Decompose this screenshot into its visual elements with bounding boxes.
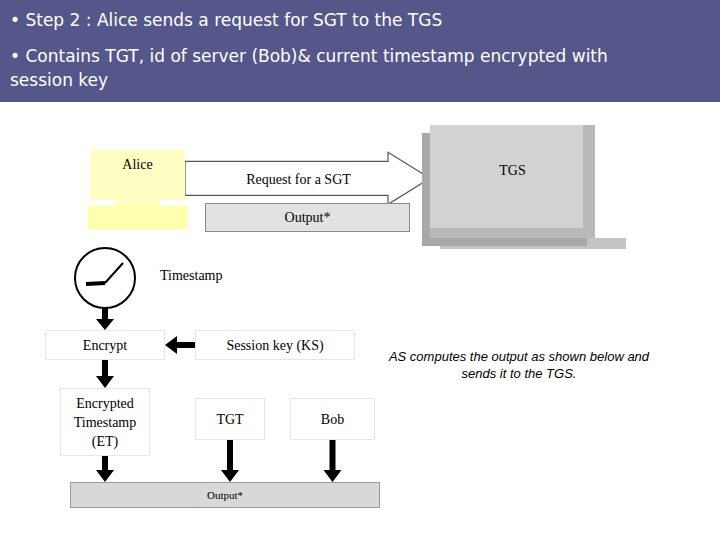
flow-arrow <box>96 360 114 388</box>
key-box: Session key (KS) <box>195 330 355 360</box>
flow-arrow <box>165 336 195 354</box>
node-text: Alice <box>122 157 152 173</box>
clock-arrow <box>96 308 114 330</box>
slide-subtitle: • Contains TGT, id of server (Bob)& curr… <box>10 44 630 92</box>
request-block-arrow <box>185 152 430 204</box>
timestamp-label: Timestamp <box>160 268 250 284</box>
result-box: Encrypted Timestamp (ET) <box>60 388 150 456</box>
node-text: Encrypted Timestamp (ET) <box>61 394 149 451</box>
header-band: • Step 2 : Alice sends a request for SGT… <box>0 0 720 102</box>
process-box: Encrypt <box>45 330 165 360</box>
node-text: Bob <box>321 410 344 429</box>
node-text: Output* <box>207 489 243 501</box>
node-text: Encrypt <box>83 336 127 355</box>
note-text: AS computes the output as shown below an… <box>378 348 660 382</box>
alice-monitor-neck <box>115 200 160 206</box>
server-computer: TGS <box>430 125 595 238</box>
node-text: Output* <box>285 210 331 226</box>
flow-arrow <box>324 440 342 482</box>
flow-arrow <box>221 440 239 482</box>
client-computer: Alice <box>90 150 185 200</box>
ticket-box: TGT <box>195 398 265 440</box>
clock-hand <box>86 283 105 284</box>
node-text: Session key (KS) <box>226 336 323 355</box>
node-text: TGS <box>499 163 525 179</box>
tgs-keyboard <box>440 238 626 249</box>
output-box: Output* <box>70 482 380 508</box>
clock-hand <box>105 263 123 283</box>
node-text: TGT <box>216 410 243 429</box>
flow-arrow <box>96 456 114 482</box>
alice-keyboard <box>88 206 188 230</box>
output-box: Output* <box>205 203 410 232</box>
clock-symbol <box>75 248 135 308</box>
edge-label: Request for a SGT <box>246 172 351 188</box>
server-id-box: Bob <box>290 398 375 440</box>
slide-title: • Step 2 : Alice sends a request for SGT… <box>10 8 710 32</box>
